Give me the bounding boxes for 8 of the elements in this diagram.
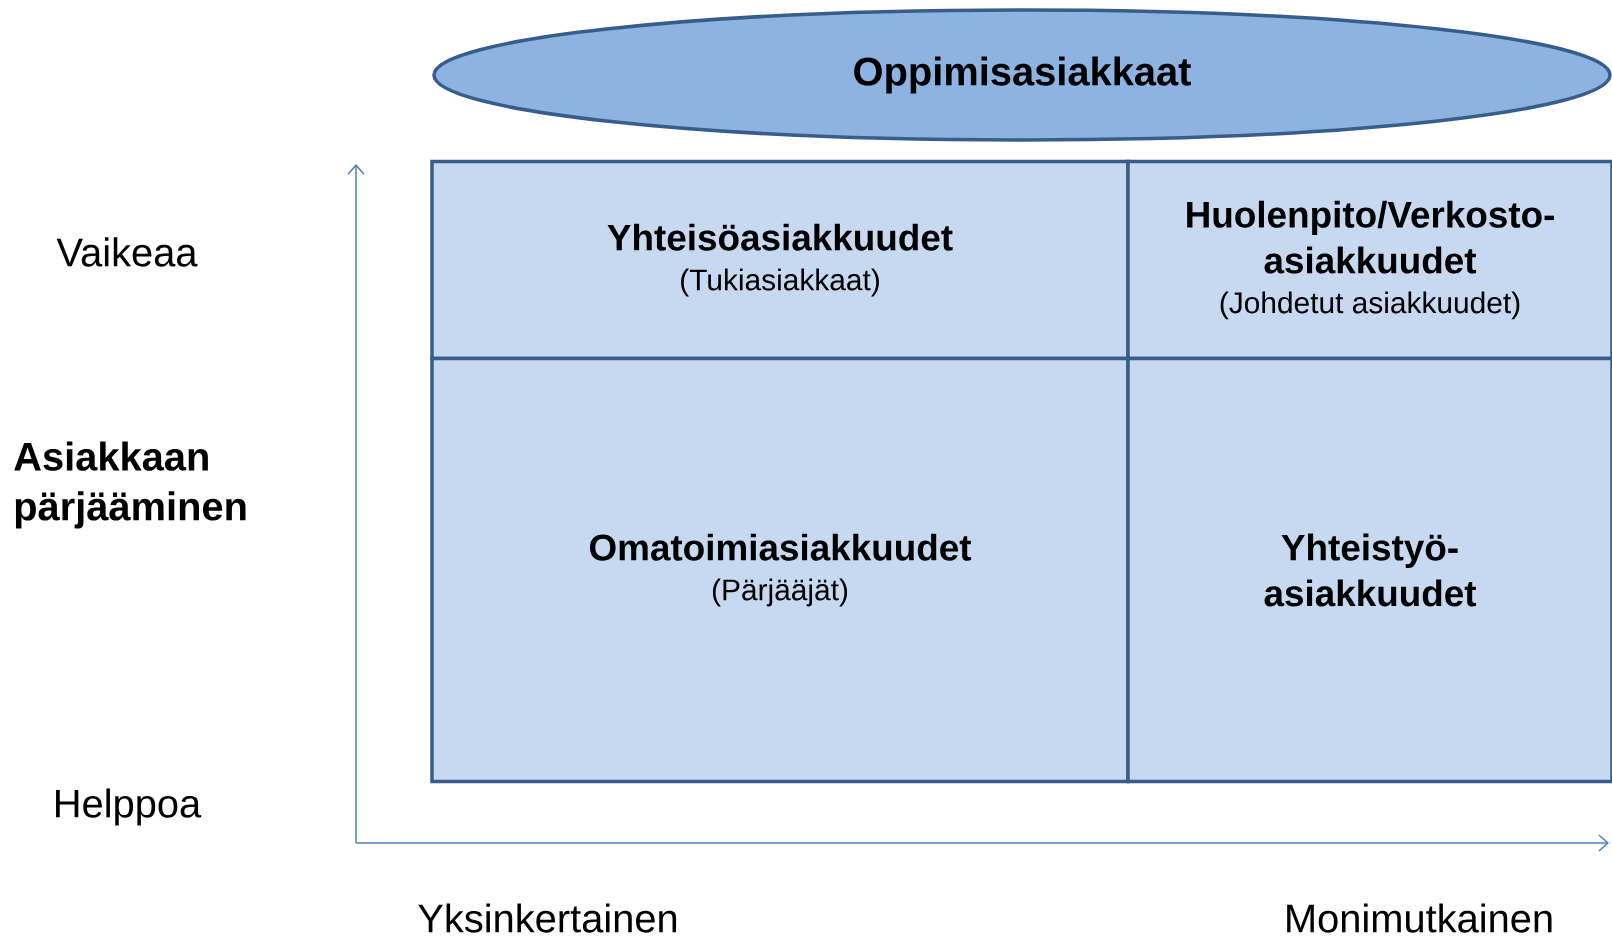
axis-label: Yksinkertainen: [418, 903, 677, 933]
quadrant-box: Yhteisöasiakkuudet (Tukiasiakkaat): [430, 159, 1130, 361]
ellipse-banner: Oppimisasiakkaat: [432, 8, 1612, 142]
axis-label: Helppoa: [56, 788, 202, 826]
axis-title: Asiakkaan pärjääminen: [14, 441, 246, 529]
axis-label: Vaikeaa: [56, 237, 198, 267]
quadrant-box: Huolenpito/Verkosto- asiakkuudet (Johdetut asiakkuudet): [1126, 159, 1612, 361]
axis-label: Monimutkainen: [1287, 903, 1552, 933]
